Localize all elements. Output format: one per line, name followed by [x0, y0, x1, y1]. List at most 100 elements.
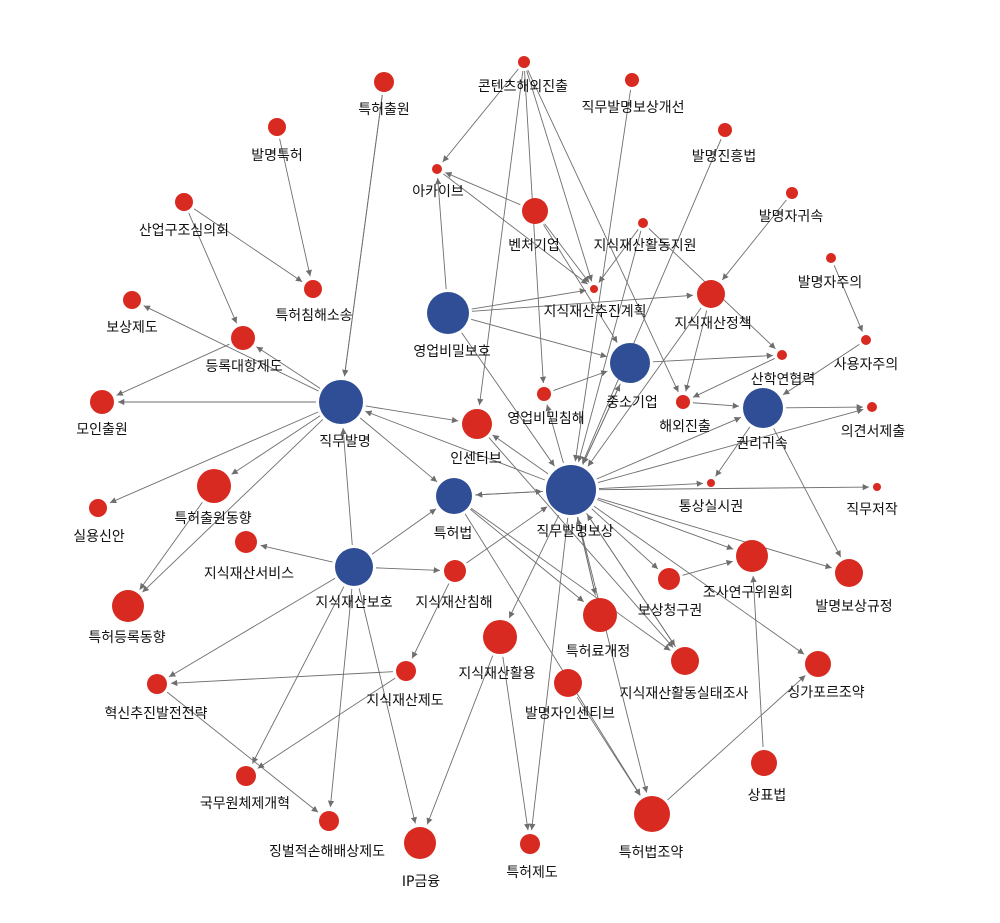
- hub-node-n7[interactable]: [335, 548, 373, 586]
- node-label-n16: 벤처기업: [508, 238, 560, 254]
- hub-node-n2[interactable]: [319, 380, 363, 424]
- leaf-node-n10[interactable]: [374, 72, 394, 92]
- edge-n13-n21: [443, 173, 588, 285]
- edge-n3-n13: [435, 177, 447, 290]
- leaf-node-n43[interactable]: [805, 651, 831, 677]
- leaf-node-n21[interactable]: [590, 285, 598, 293]
- edge-n8-n30: [477, 70, 524, 406]
- leaf-node-n23[interactable]: [861, 335, 871, 345]
- edge-n28-n5: [692, 402, 740, 409]
- edge-n47-n50: [576, 697, 641, 796]
- leaf-node-n11[interactable]: [268, 118, 286, 136]
- leaf-node-n33[interactable]: [89, 499, 107, 517]
- edge-n1-n36: [597, 499, 734, 550]
- edge-n1-n30: [492, 434, 549, 475]
- leaf-node-n19[interactable]: [304, 280, 322, 298]
- node-label-n48: 상표법: [748, 788, 787, 804]
- hub-node-n6[interactable]: [436, 478, 472, 514]
- leaf-node-n32[interactable]: [873, 483, 881, 491]
- node-label-n6: 특허법: [434, 526, 473, 542]
- leaf-node-n48[interactable]: [751, 750, 777, 776]
- edge-n25-n28: [692, 358, 775, 398]
- leaf-node-n44[interactable]: [671, 647, 699, 675]
- leaf-node-n45[interactable]: [147, 674, 167, 694]
- leaf-node-n38[interactable]: [658, 568, 680, 590]
- leaf-node-n37[interactable]: [835, 559, 863, 587]
- hub-node-n3[interactable]: [427, 292, 469, 334]
- node-label-n43: 싱가포르조약: [787, 685, 864, 701]
- leaf-node-n16[interactable]: [522, 198, 548, 224]
- node-label-n5: 권리귀속: [736, 436, 788, 452]
- leaf-node-n29[interactable]: [867, 402, 877, 412]
- edge-n14-n19: [193, 208, 303, 283]
- node-label-n30: 인센티브: [450, 451, 502, 467]
- edge-n1-n32: [598, 483, 870, 491]
- node-label-n40: 지식재산침해: [415, 595, 492, 611]
- node-label-n53: 특허제도: [506, 865, 558, 881]
- edge-n1-n2: [365, 410, 546, 481]
- leaf-node-n17[interactable]: [638, 218, 648, 228]
- hub-node-n4[interactable]: [610, 343, 650, 383]
- node-label-n47: 발명자인센티브: [525, 706, 615, 722]
- node-label-n13: 아카이브: [412, 184, 464, 200]
- leaf-node-n36[interactable]: [736, 540, 768, 572]
- leaf-node-n27[interactable]: [537, 387, 551, 401]
- leaf-node-n42[interactable]: [483, 620, 517, 654]
- edge-n3-n1: [461, 332, 555, 467]
- edge-n11-n19: [279, 138, 312, 277]
- node-label-n10: 특허출원: [358, 102, 410, 118]
- edge-n5-n37: [773, 428, 842, 558]
- node-label-n2: 직무발명: [319, 434, 371, 450]
- edge-n40-n1: [466, 506, 548, 564]
- edge-n8-n28: [527, 69, 679, 393]
- node-label-n17: 지식재산활동지원: [593, 238, 696, 254]
- leaf-node-n30[interactable]: [462, 409, 492, 439]
- leaf-node-n28[interactable]: [676, 395, 690, 409]
- node-label-n36: 조사연구위원회: [703, 585, 793, 601]
- leaf-node-n34[interactable]: [197, 469, 231, 503]
- leaf-node-n24[interactable]: [231, 326, 255, 350]
- edge-n1-n42: [508, 515, 560, 619]
- leaf-node-n52[interactable]: [404, 827, 436, 859]
- leaf-node-n49[interactable]: [236, 766, 256, 786]
- node-label-n49: 국무원체제개혁: [200, 796, 290, 812]
- leaf-node-n40[interactable]: [444, 560, 466, 582]
- leaf-node-n35[interactable]: [235, 531, 257, 553]
- node-label-n44: 지식재산활동실태조사: [620, 686, 749, 702]
- edge-n7-n6: [371, 508, 437, 555]
- hub-node-n1[interactable]: [546, 465, 596, 515]
- edge-n22-n28: [684, 310, 708, 392]
- node-label-n15: 발명자귀속: [759, 209, 824, 225]
- edge-n45-n51: [166, 691, 319, 813]
- leaf-node-n20[interactable]: [123, 291, 141, 309]
- node-label-n23: 사용자주의: [834, 357, 898, 373]
- node-label-n38: 보상청구권: [638, 603, 702, 619]
- leaf-node-n41[interactable]: [583, 598, 617, 632]
- leaf-node-n46[interactable]: [396, 661, 416, 681]
- leaf-node-n13[interactable]: [432, 164, 442, 174]
- node-label-n52: IP금융: [402, 874, 440, 890]
- edge-n6-n1: [474, 488, 543, 496]
- leaf-node-n14[interactable]: [175, 193, 193, 211]
- leaf-node-n8[interactable]: [518, 56, 530, 68]
- leaf-node-n12[interactable]: [718, 123, 732, 137]
- leaf-node-n53[interactable]: [520, 834, 540, 854]
- edge-n1-n53: [529, 517, 569, 831]
- leaf-node-n9[interactable]: [625, 73, 639, 87]
- node-label-n12: 발명진흥법: [692, 149, 756, 165]
- leaf-node-n25[interactable]: [777, 350, 787, 360]
- leaf-node-n22[interactable]: [697, 280, 725, 308]
- leaf-node-n47[interactable]: [554, 669, 582, 697]
- node-label-n28: 해외진출: [659, 419, 711, 435]
- leaf-node-n15[interactable]: [786, 187, 798, 199]
- hub-node-n5[interactable]: [743, 388, 783, 428]
- leaf-node-n39[interactable]: [112, 590, 144, 622]
- leaf-node-n51[interactable]: [319, 811, 339, 831]
- leaf-node-n18[interactable]: [826, 253, 836, 263]
- leaf-node-n31[interactable]: [707, 479, 715, 487]
- leaf-node-n26[interactable]: [90, 390, 114, 414]
- node-label-n9: 직무발명보상개선: [581, 100, 684, 116]
- edge-n15-n22: [721, 199, 787, 281]
- leaf-node-n50[interactable]: [634, 796, 670, 832]
- edge-n4-n25: [652, 352, 774, 363]
